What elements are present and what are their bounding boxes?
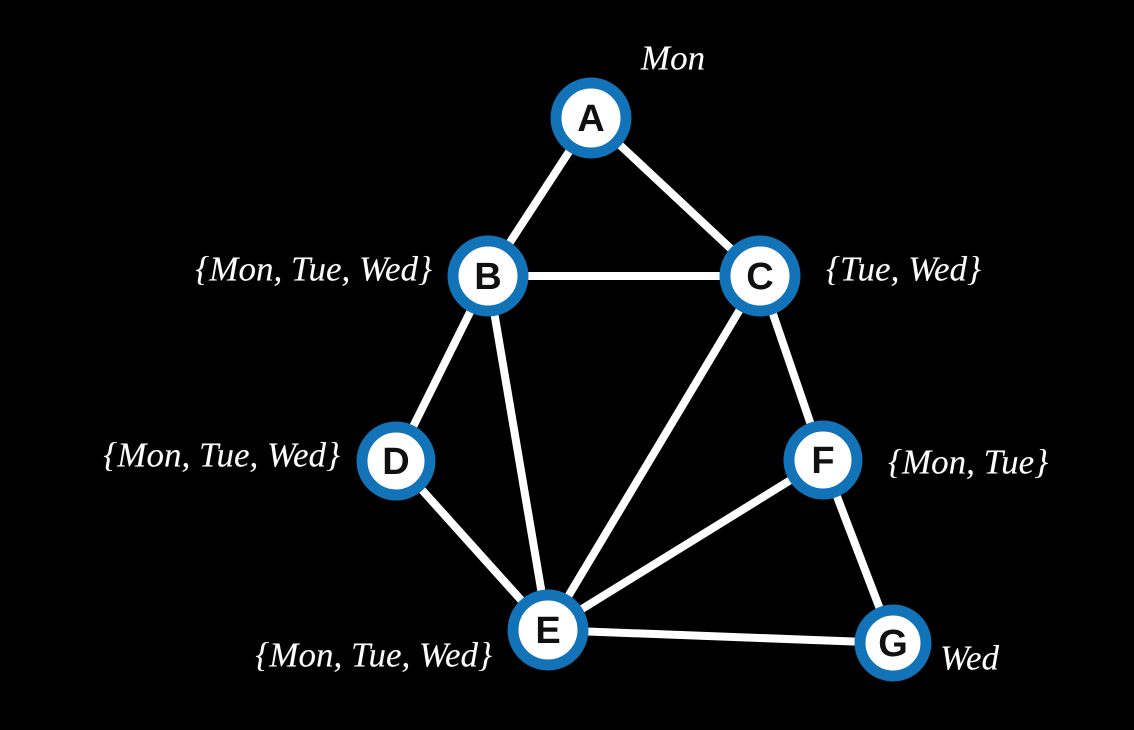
graph-edge-e-g — [544, 626, 897, 647]
domain-label-b: {Mon, Tue, Wed} — [195, 249, 432, 289]
node-circle-g — [854, 604, 932, 682]
graph-node-c[interactable]: C — [719, 235, 801, 317]
graph-node-a[interactable]: A — [550, 77, 632, 159]
domain-label-a: Mon — [640, 38, 706, 78]
graph-node-d[interactable]: D — [356, 421, 436, 501]
graph-node-e[interactable]: E — [507, 589, 589, 671]
domain-label-d: {Mon, Tue, Wed} — [103, 435, 340, 475]
domain-label-f: {Mon, Tue} — [888, 442, 1049, 482]
node-circle-f — [783, 420, 863, 500]
graph-node-b[interactable]: B — [447, 235, 529, 317]
graph-edge-c-e — [544, 272, 764, 634]
graph-node-f[interactable]: F — [783, 420, 863, 500]
node-circle-b — [447, 235, 529, 317]
node-circle-c — [719, 235, 801, 317]
domain-label-e: {Mon, Tue, Wed} — [255, 635, 492, 675]
edges-layer — [392, 114, 897, 647]
node-letter-a: A — [577, 98, 604, 140]
node-circle-d — [356, 421, 436, 501]
node-circle-a — [550, 77, 632, 159]
node-letter-d: D — [382, 441, 409, 483]
node-letter-b: B — [474, 256, 501, 298]
node-letter-f: F — [811, 440, 834, 482]
node-letter-g: G — [878, 623, 908, 665]
graph-edge-e-f — [544, 456, 827, 634]
graph-node-g[interactable]: G — [854, 604, 932, 682]
graph-edge-b-e — [484, 272, 552, 634]
node-circle-e — [507, 589, 589, 671]
nodes-layer: A B C D E F G — [356, 77, 932, 682]
domain-label-c: {Tue, Wed} — [826, 249, 982, 289]
node-letter-c: C — [746, 256, 773, 298]
domain-label-g: Wed — [940, 638, 999, 678]
node-letter-e: E — [535, 610, 560, 652]
